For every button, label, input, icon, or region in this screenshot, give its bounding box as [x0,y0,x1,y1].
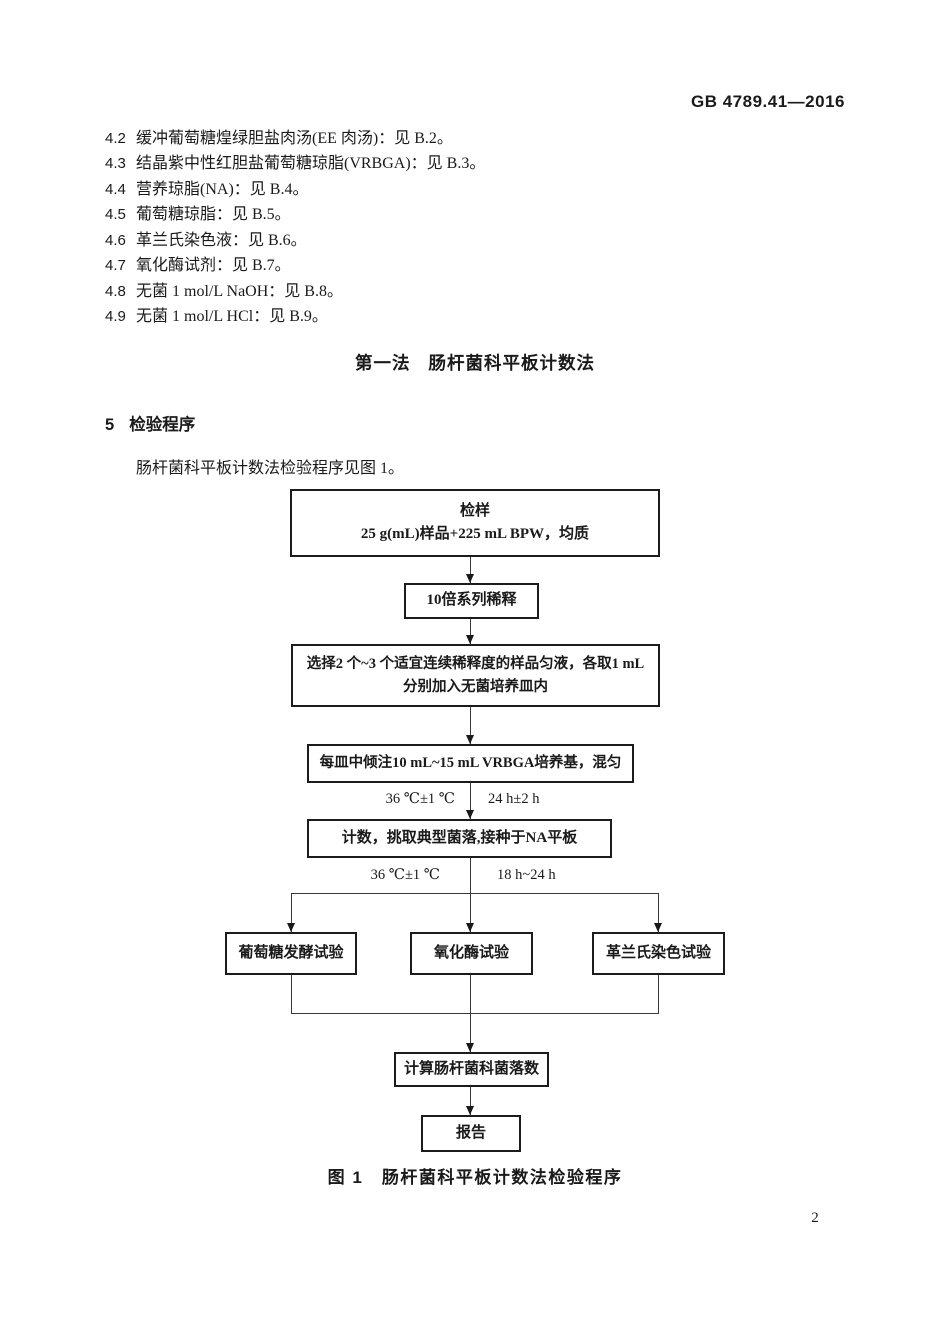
item-number: 4.3 [105,155,126,173]
item-number: 4.2 [105,130,126,147]
item-text: 营养琼脂(NA)：见 B.4。 [136,180,309,198]
connector-line [470,557,471,583]
item-text: 结晶紫中性红胆盐葡萄糖琼脂(VRBGA)：见 B.3。 [136,155,486,173]
connector-line [291,975,292,1013]
arrow-down-icon [466,1106,474,1115]
list-item: 4.9 无菌 1 mol/L HCl：见 B.9。 [105,304,825,329]
box-select: 选择2 个~3 个适宜连续稀释度的样品匀液，各取1 mL 分别加入无菌培养皿内 [291,644,660,707]
box-sample-detail: 25 g(mL)样品+225 mL BPW，均质 [360,526,590,542]
list-item: 4.8 无菌 1 mol/L NaOH：见 B.8。 [105,279,825,304]
box-sample-title: 检样 [459,502,490,519]
box-test-oxidase-label: 氧化酶试验 [433,944,509,961]
arrow-down-icon [466,574,474,583]
box-test-glucose: 葡萄糖发酵试验 [225,932,357,975]
connector-line [658,975,659,1013]
intro-text: 肠杆菌科平板计数法检验程序见图 1。 [136,460,405,477]
box-dilution: 10倍系列稀释 [404,583,539,619]
arrow-down-icon [466,810,474,819]
figure-caption: 图 1 肠杆菌科平板计数法检验程序 [327,1168,623,1187]
incubation2-temp: 36 ℃±1 ℃ [370,867,440,883]
arrow-down-icon [654,923,662,932]
list-item: 4.3 结晶紫中性红胆盐葡萄糖琼脂(VRBGA)：见 B.3。 [105,151,825,176]
page-number: 2 [811,1210,819,1226]
clause-title: 检验程序 [129,416,196,434]
box-calculate-label: 计算肠杆菌科菌落数 [403,1060,539,1077]
box-dilution-label: 10倍系列稀释 [426,592,517,609]
box-test-gram-label: 革兰氏染色试验 [605,944,711,961]
box-select-line1: 选择2 个~3 个适宜连续稀释度的样品匀液，各取1 mL [306,656,645,673]
connector-line [658,893,659,932]
list-item: 4.7 氧化酶试剂：见 B.7。 [105,253,825,278]
box-report: 报告 [421,1115,521,1152]
list-item: 4.2 缓冲葡萄糖煌绿胆盐肉汤(EE 肉汤)：见 B.2。 [105,126,825,151]
connector-line [470,858,471,932]
box-calculate: 计算肠杆菌科菌落数 [394,1052,549,1087]
item-text: 无菌 1 mol/L HCl：见 B.9。 [136,308,328,326]
box-sample: 检样 25 g(mL)样品+225 mL BPW，均质 [290,489,660,557]
connector-line [470,975,471,1013]
incubation1-temp: 36 ℃±1 ℃ [385,791,455,807]
incubation2-time: 18 h~24 h [497,867,556,883]
connector-line [470,783,471,819]
item-number: 4.4 [105,180,126,198]
box-pour: 每皿中倾注10 mL~15 mL VRBGA培养基，混匀 [307,744,634,783]
branch-line [291,893,659,894]
arrow-down-icon [287,923,295,932]
box-count: 计数，挑取典型菌落,接种于NA平板 [307,819,612,858]
item-text: 氧化酶试剂：见 B.7。 [136,257,291,275]
item-number: 4.7 [105,257,126,275]
item-number: 4.8 [105,282,126,300]
method-title: 第一法肠杆菌科平板计数法 [0,350,950,375]
connector-line [470,707,471,744]
item-text: 革兰氏染色液：见 B.6。 [136,231,307,249]
arrow-down-icon [466,635,474,644]
connector-line [470,1087,471,1115]
connector-line [470,619,471,644]
clause-number: 5 [105,416,115,434]
doc-number: GB 4789.41—2016 [691,92,845,111]
merge-line [291,1013,659,1014]
arrow-down-icon [466,923,474,932]
box-test-gram: 革兰氏染色试验 [592,932,725,975]
arrow-down-icon [466,735,474,744]
item-number: 4.6 [105,231,126,249]
method-name: 肠杆菌科平板计数法 [428,353,595,373]
clause-heading: 5 检验程序 [105,411,195,435]
box-count-label: 计数，挑取典型菌落,接种于NA平板 [341,829,578,846]
item-text: 无菌 1 mol/L NaOH：见 B.8。 [136,282,343,300]
arrow-down-icon [466,1043,474,1052]
method-label: 第一法 [355,353,411,373]
list-item: 4.5 葡萄糖琼脂：见 B.5。 [105,202,825,227]
box-test-glucose-label: 葡萄糖发酵试验 [238,944,344,961]
item-text: 葡萄糖琼脂：见 B.5。 [136,206,291,224]
box-pour-label: 每皿中倾注10 mL~15 mL VRBGA培养基，混匀 [319,755,622,772]
list-item: 4.4 营养琼脂(NA)：见 B.4。 [105,177,825,202]
reagent-list: 4.2 缓冲葡萄糖煌绿胆盐肉汤(EE 肉汤)：见 B.2。 4.3 结晶紫中性红胆盐… [105,126,825,330]
list-item: 4.6 革兰氏染色液：见 B.6。 [105,228,825,253]
item-text: 缓冲葡萄糖煌绿胆盐肉汤(EE 肉汤)：见 B.2。 [136,130,453,147]
item-number: 4.5 [105,206,126,224]
connector-line [470,1013,471,1052]
incubation1-time: 24 h±2 h [488,791,540,807]
item-number: 4.9 [105,308,126,326]
box-select-line2: 分别加入无菌培养皿内 [403,678,548,695]
box-test-oxidase: 氧化酶试验 [410,932,533,975]
box-report-label: 报告 [455,1124,486,1141]
connector-line [291,893,292,932]
